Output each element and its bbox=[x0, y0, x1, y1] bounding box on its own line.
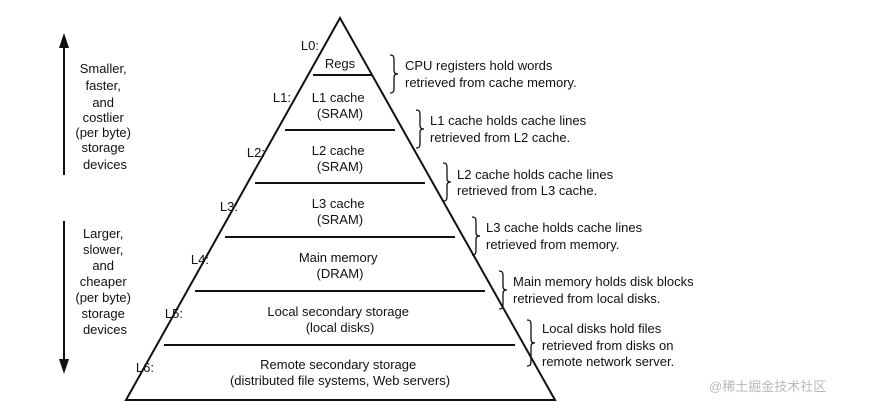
watermark: @稀土掘金技术社区 bbox=[709, 379, 826, 394]
smaller-faster-note: Smaller, faster, and costlier (per byte)… bbox=[75, 61, 134, 172]
level-l1-text: L1 cache (SRAM) bbox=[312, 90, 368, 121]
brace-l4 bbox=[498, 270, 508, 310]
level-label-l5: L5: bbox=[165, 306, 183, 321]
brace-l0 bbox=[389, 54, 399, 94]
note-l5: Local disks hold files retrieved from di… bbox=[542, 321, 677, 369]
brace-l1 bbox=[415, 109, 425, 149]
pyramid-outline bbox=[124, 15, 557, 401]
level-l5-text: Local secondary storage (local disks) bbox=[267, 304, 412, 335]
up-arrow bbox=[59, 33, 69, 175]
level-label-l0: L0: bbox=[301, 38, 319, 53]
level-l0-text: Regs bbox=[325, 56, 356, 71]
level-label-l4: L4: bbox=[191, 252, 209, 267]
brace-l5 bbox=[526, 319, 536, 367]
level-label-l2: L2: bbox=[247, 145, 265, 160]
level-label-l3: L3: bbox=[220, 199, 238, 214]
note-l4: Main memory holds disk blocks retrieved … bbox=[513, 274, 697, 306]
level-l3-text: L3 cache (SRAM) bbox=[312, 196, 368, 227]
note-l0: CPU registers hold words retrieved from … bbox=[405, 58, 577, 90]
level-dividers bbox=[164, 74, 515, 346]
level-label-l1: L1: bbox=[273, 90, 291, 105]
brace-l2 bbox=[442, 162, 452, 202]
larger-slower-note: Larger, slower, and cheaper (per byte) s… bbox=[75, 226, 134, 337]
level-l6-text: Remote secondary storage (distributed fi… bbox=[230, 357, 450, 388]
brace-l3 bbox=[471, 216, 481, 256]
level-l4-text: Main memory (DRAM) bbox=[299, 250, 381, 281]
down-arrow bbox=[59, 221, 69, 374]
note-l1: L1 cache holds cache lines retrieved fro… bbox=[430, 113, 590, 145]
note-l3: L3 cache holds cache lines retrieved fro… bbox=[486, 220, 646, 252]
level-label-l6: L6: bbox=[136, 360, 154, 375]
level-l2-text: L2 cache (SRAM) bbox=[312, 143, 368, 174]
note-l2: L2 cache holds cache lines retrieved fro… bbox=[457, 167, 617, 198]
